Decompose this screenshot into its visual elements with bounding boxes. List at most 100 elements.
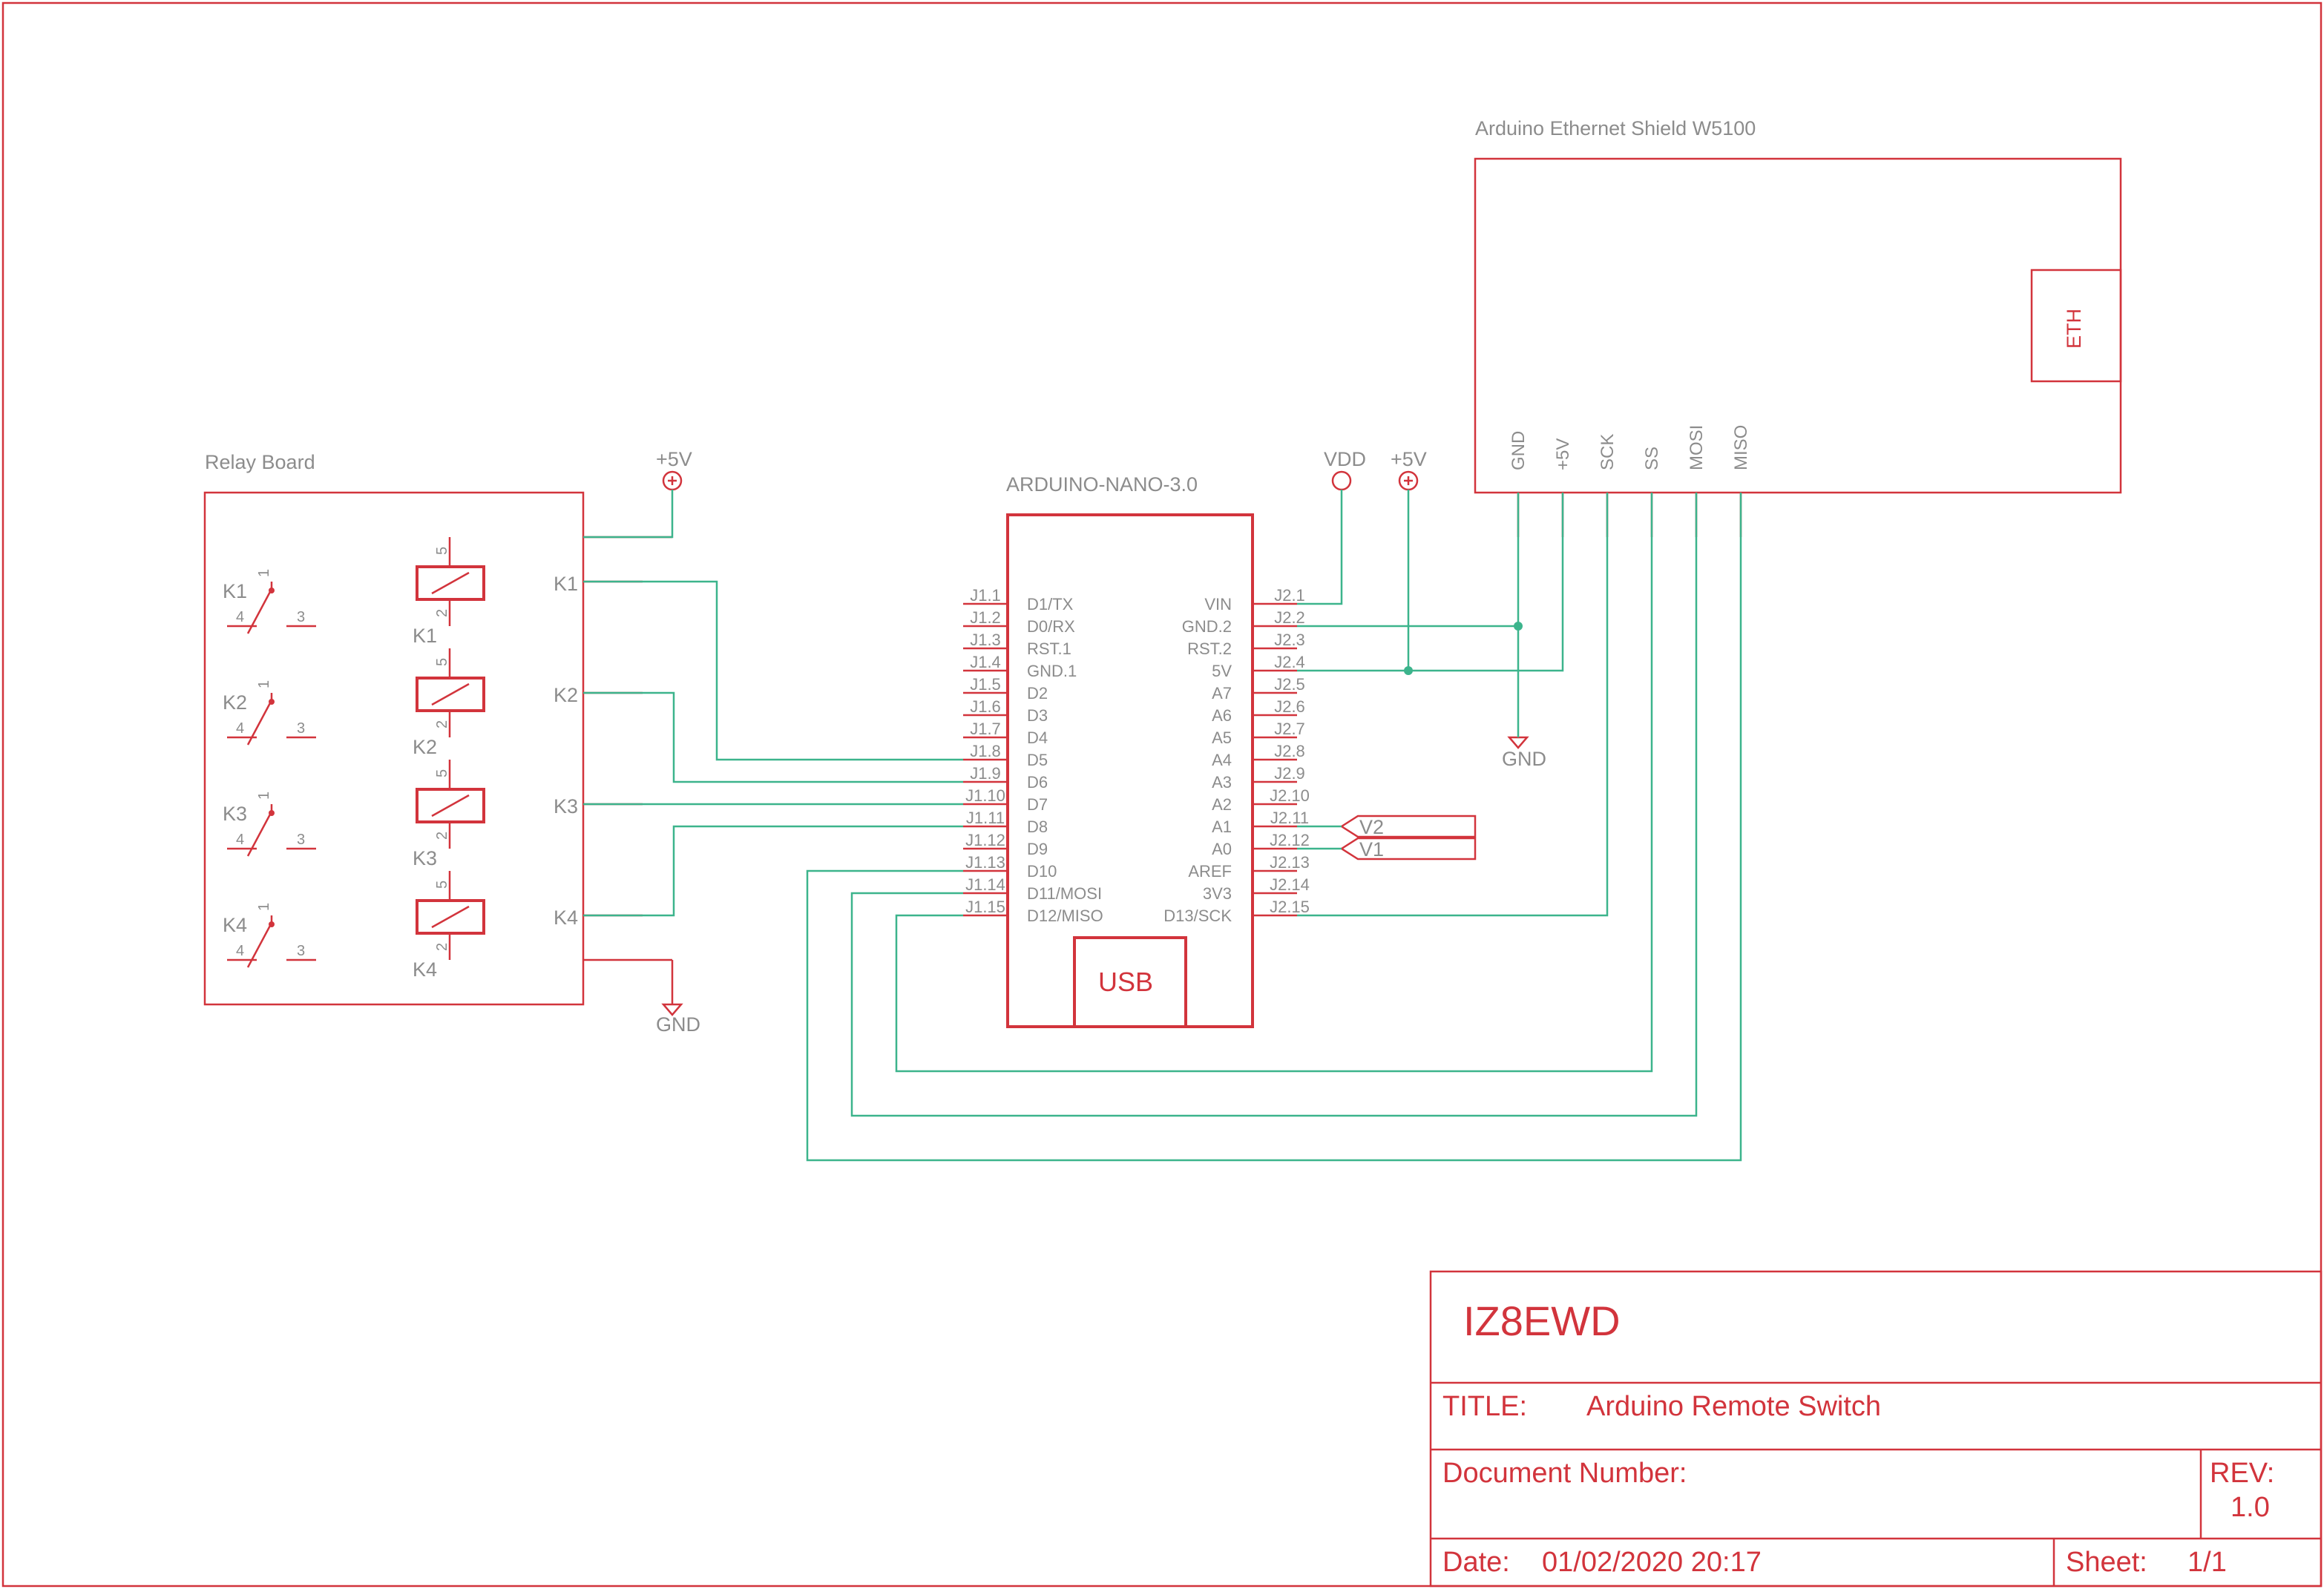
svg-text:K2: K2 xyxy=(223,691,247,714)
nano-pin-name: D6 xyxy=(1027,773,1048,792)
nano-pin-number: J2.2 xyxy=(1274,608,1305,627)
nano-pin-number: J1.15 xyxy=(965,898,1005,916)
nano-pin-number: J2.5 xyxy=(1274,675,1305,694)
nano-pin-number: J1.3 xyxy=(970,631,1001,649)
ethernet-shield-title: Arduino Ethernet Shield W5100 xyxy=(1475,117,1756,139)
relay-coil-k2: 5 2 K2 xyxy=(413,648,485,758)
relay-contact-k1: K1 4 3 1 xyxy=(223,569,316,634)
nano-pin-name: RST.2 xyxy=(1187,639,1232,658)
date-value: 01/02/2020 20:17 xyxy=(1542,1547,1762,1578)
svg-text:3: 3 xyxy=(297,943,305,959)
relay-output-k4: K4 xyxy=(554,907,578,929)
nano-pin-number: J1.4 xyxy=(970,653,1001,671)
nano-pin-name: A3 xyxy=(1212,773,1232,792)
nano-pin-name: 3V3 xyxy=(1203,884,1232,903)
nano-pin-number: J1.9 xyxy=(970,764,1001,783)
nano-pin-number: J1.2 xyxy=(970,608,1001,627)
nano-pin-number: J2.13 xyxy=(1270,853,1310,872)
nano-pin-number: J1.1 xyxy=(970,586,1001,605)
svg-text:V2: V2 xyxy=(1359,816,1384,838)
relay-contact-k4: K4 4 3 1 xyxy=(223,903,316,968)
arduino-nano: ARDUINO-NANO-3.0 USB J1.1 D1/TX J1.2 D0/RX J… xyxy=(963,473,1310,1028)
svg-text:4: 4 xyxy=(236,943,244,959)
gnd-symbol-relay: GND xyxy=(656,960,700,1036)
nano-pin-name: D0/RX xyxy=(1027,617,1075,636)
svg-text:2: 2 xyxy=(434,832,450,840)
eth-label: ETH xyxy=(2063,309,2085,349)
svg-text:GND: GND xyxy=(1502,748,1546,770)
svg-text:K2: K2 xyxy=(413,736,437,758)
nano-pin-number: J2.6 xyxy=(1274,697,1305,716)
relay-board: Relay Board K1 K2 K3 K4 K1 4 3 1 xyxy=(203,451,672,1006)
svg-text:K3: K3 xyxy=(223,803,247,825)
nano-pin-name: D11/MOSI xyxy=(1027,884,1102,903)
usb-connector xyxy=(1073,936,1187,1028)
shield-pin-label: GND xyxy=(1509,431,1529,470)
nano-pin-number: J2.12 xyxy=(1270,831,1310,849)
svg-text:4: 4 xyxy=(236,609,244,625)
nano-pin-number: J2.9 xyxy=(1274,764,1305,783)
svg-text:5: 5 xyxy=(434,769,450,777)
nano-pin-name: D10 xyxy=(1027,862,1057,881)
ethernet-shield: Arduino Ethernet Shield W5100 ETH GND +5V… xyxy=(1474,117,2122,537)
relay-coil-k1: 5 2 K1 xyxy=(413,537,485,647)
nano-pin-name: D1/TX xyxy=(1027,595,1074,613)
nano-pin-name: A2 xyxy=(1212,795,1232,814)
nano-pin-number: J2.10 xyxy=(1270,786,1310,805)
svg-text:3: 3 xyxy=(297,720,305,737)
svg-text:K4: K4 xyxy=(413,958,437,981)
svg-text:K1: K1 xyxy=(413,625,437,647)
nano-pin-name: GND.2 xyxy=(1182,617,1232,636)
svg-text:1: 1 xyxy=(256,680,272,688)
nano-pin-name: D7 xyxy=(1027,795,1048,814)
usb-label: USB xyxy=(1098,967,1153,997)
relay-output-k3: K3 xyxy=(554,795,578,817)
title-label: TITLE: xyxy=(1442,1391,1527,1422)
shield-pin-label: +5V xyxy=(1553,438,1573,470)
nano-pin-number: J1.14 xyxy=(965,875,1005,894)
nano-pin-number: J1.6 xyxy=(970,697,1001,716)
nano-pin-number: J1.7 xyxy=(970,720,1001,738)
nano-pin-number: J2.3 xyxy=(1274,631,1305,649)
net-label-v2: V2 xyxy=(1339,815,1477,838)
svg-text:5: 5 xyxy=(434,547,450,555)
shield-pin-label: MISO xyxy=(1731,425,1751,470)
relay-contact-k3: K3 4 3 1 xyxy=(223,792,316,857)
nano-pin-number: J1.10 xyxy=(965,786,1005,805)
nano-pin-number: J2.15 xyxy=(1270,898,1310,916)
nano-pin-number: J2.14 xyxy=(1270,875,1310,894)
supply-plus5v-nano: +5V xyxy=(1391,448,1427,491)
relay-contact-k2: K2 4 3 1 xyxy=(223,680,316,746)
svg-text:K3: K3 xyxy=(413,847,437,869)
svg-text:5: 5 xyxy=(434,881,450,889)
gnd-symbol-nano: GND xyxy=(1502,736,1546,770)
nano-pin-name: A6 xyxy=(1212,706,1232,725)
svg-text:K4: K4 xyxy=(223,914,247,936)
nano-pin-number: J2.7 xyxy=(1274,720,1305,738)
shield-pin-label: SS xyxy=(1642,447,1662,470)
svg-text:3: 3 xyxy=(297,832,305,848)
svg-text:3: 3 xyxy=(297,609,305,625)
svg-text:2: 2 xyxy=(434,943,450,951)
eth-port xyxy=(2030,269,2122,383)
nano-pin-name: D4 xyxy=(1027,728,1048,747)
svg-text:+5V: +5V xyxy=(1391,448,1427,470)
nano-pin-name: A5 xyxy=(1212,728,1232,747)
arduino-nano-title: ARDUINO-NANO-3.0 xyxy=(1006,473,1198,496)
nano-pin-name: 5V xyxy=(1212,662,1232,680)
nano-right-pins: J2.1VINJ2.2GND.2J2.3RST.2J2.45VJ2.5A7J2.… xyxy=(1163,586,1310,925)
nano-pin-number: J2.4 xyxy=(1274,653,1305,671)
shield-pin-label: MOSI xyxy=(1687,425,1707,470)
date-label: Date: xyxy=(1442,1547,1510,1578)
relay-coil-k3: 5 2 K3 xyxy=(413,760,485,869)
svg-text:2: 2 xyxy=(434,609,450,617)
nano-pin-number: J2.1 xyxy=(1274,586,1305,605)
title-value: Arduino Remote Switch xyxy=(1586,1391,1881,1422)
nano-pin-name: D2 xyxy=(1027,684,1048,703)
nano-pin-name: A7 xyxy=(1212,684,1232,703)
relay-coil-k4: 5 2 K4 xyxy=(413,871,485,981)
nano-pin-number: J1.13 xyxy=(965,853,1005,872)
